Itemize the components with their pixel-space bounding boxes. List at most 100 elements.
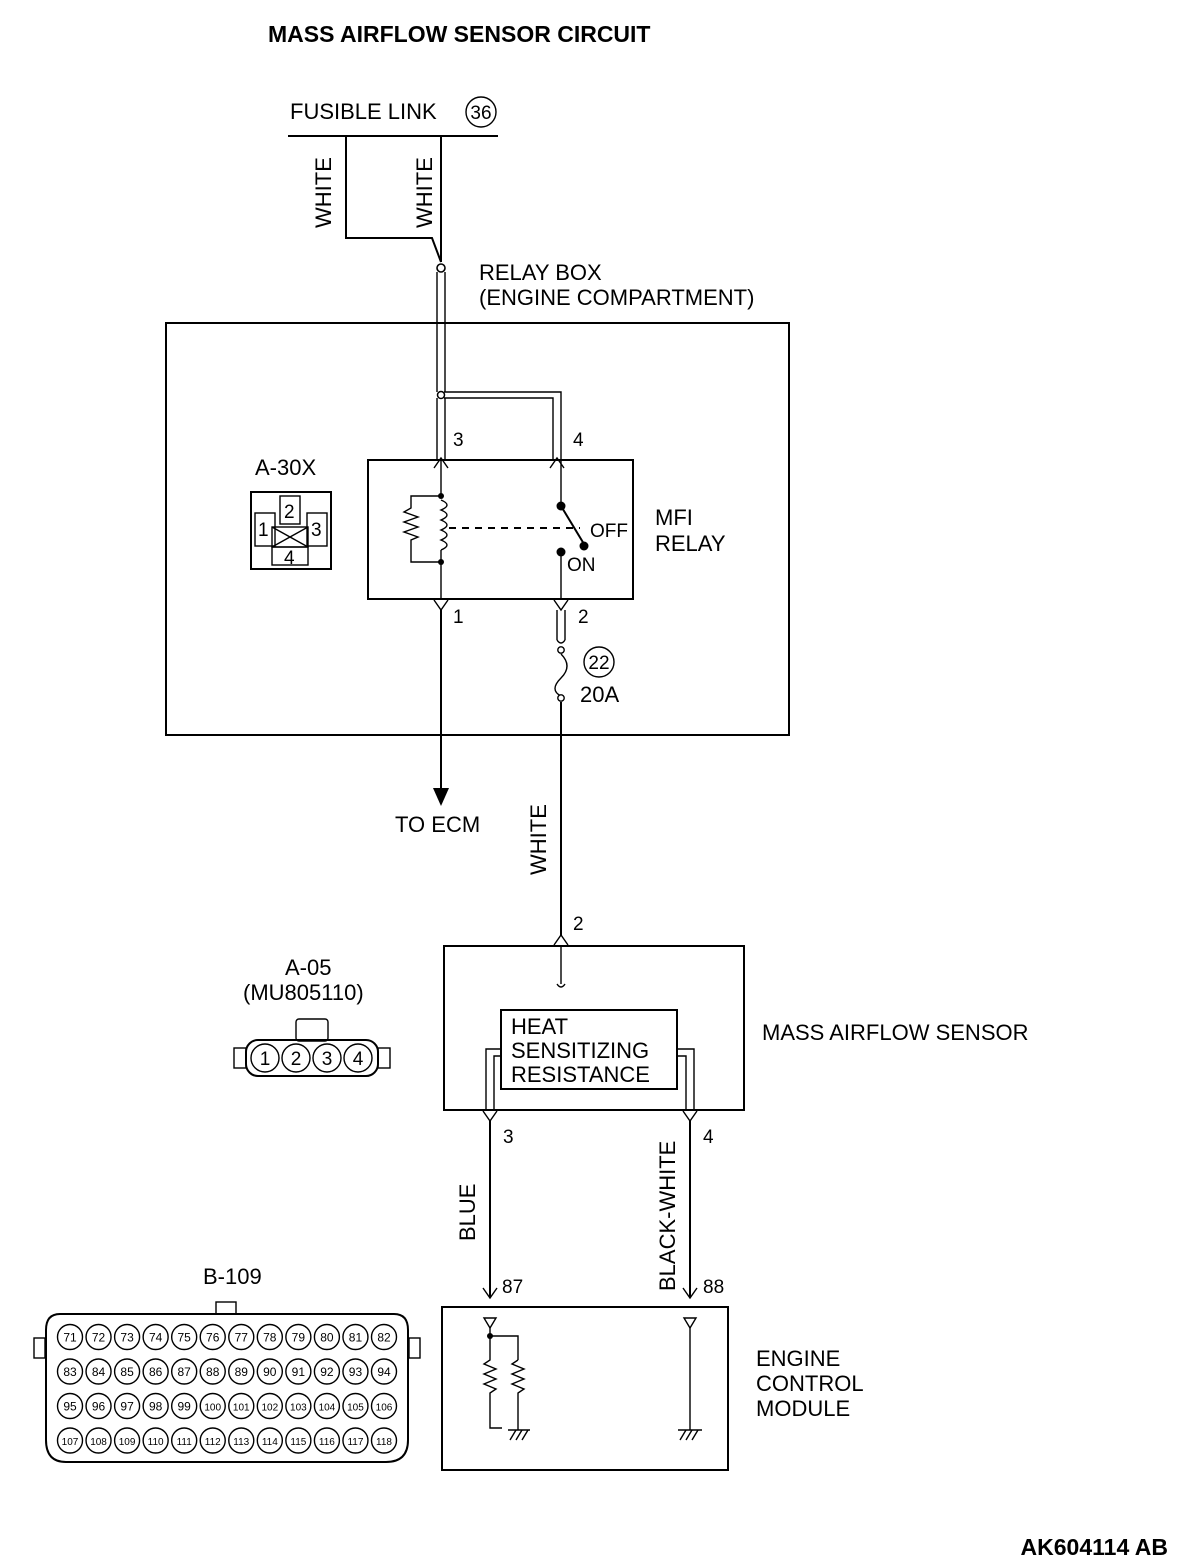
ecm-pin-87-arrow bbox=[482, 1287, 498, 1300]
b109-pin-85: 85 bbox=[120, 1365, 134, 1379]
b109-pin-108: 108 bbox=[90, 1437, 107, 1448]
fusible-link-label: FUSIBLE LINK bbox=[290, 99, 437, 124]
connector-a30x-label: A-30X bbox=[255, 455, 316, 480]
b109-pin-82: 82 bbox=[377, 1331, 391, 1345]
b109-pin-89: 89 bbox=[235, 1365, 249, 1379]
b109-pin-100-outline bbox=[199, 1392, 226, 1420]
b109-pin-117: 117 bbox=[347, 1437, 363, 1448]
b109-pin-84-outline bbox=[85, 1358, 112, 1385]
to-ecm-arrow bbox=[433, 788, 449, 806]
fuse-number-circle bbox=[583, 646, 615, 678]
b109-pin-97-outline bbox=[113, 1392, 141, 1420]
relay-switch: OFF ON bbox=[556, 460, 628, 599]
switch-off-label: OFF bbox=[590, 521, 628, 542]
sensor-internal-wire-4-a bbox=[677, 1048, 695, 1110]
b109-pin-114: 114 bbox=[262, 1437, 278, 1448]
footer-code: AK604114 AB bbox=[1021, 1534, 1168, 1560]
b109-pin-111: 111 bbox=[177, 1437, 193, 1448]
connector-b109-label: B-109 bbox=[203, 1264, 262, 1289]
b109-pin-97: 97 bbox=[120, 1400, 134, 1414]
b109-pin-71: 71 bbox=[63, 1331, 77, 1345]
relay-coil bbox=[401, 460, 580, 599]
b109-pin-89-outline bbox=[228, 1358, 255, 1385]
b109-pin-92: 92 bbox=[320, 1365, 334, 1379]
b109-pin-76-outline bbox=[199, 1323, 226, 1351]
ecm-label-line1: ENGINE bbox=[756, 1346, 840, 1371]
b109-pin-81: 81 bbox=[349, 1331, 363, 1345]
sensor-internal-wire-3-a bbox=[485, 1048, 501, 1110]
b109-pin-116-outline bbox=[313, 1427, 341, 1454]
b109-pin-118-outline bbox=[370, 1427, 398, 1454]
b109-pin-104: 104 bbox=[319, 1403, 336, 1414]
b109-pin-106-outline bbox=[370, 1392, 398, 1420]
a30x-pin-4: 4 bbox=[284, 548, 295, 569]
b109-shell bbox=[45, 1313, 409, 1463]
to-ecm-label: TO ECM bbox=[395, 812, 480, 837]
b109-pin-108-outline bbox=[85, 1427, 112, 1454]
switch-on-label: ON bbox=[567, 555, 596, 576]
sensor-pin-4-arrow bbox=[682, 1110, 698, 1123]
switch-off-contact bbox=[579, 541, 589, 551]
ecm-label-line3: MODULE bbox=[756, 1396, 850, 1421]
sensor-internal-wire-4-b bbox=[677, 1055, 687, 1110]
b109-pin-102: 102 bbox=[261, 1403, 278, 1414]
b109-pin-118: 118 bbox=[376, 1437, 392, 1448]
b109-pin-103-outline bbox=[285, 1392, 312, 1420]
mfi-relay-label-line2: RELAY bbox=[655, 531, 726, 556]
b109-pin-95-outline bbox=[56, 1392, 84, 1420]
engine-control-module-body bbox=[441, 1306, 729, 1471]
a05-pin-2: 2 bbox=[291, 1049, 302, 1070]
fuse-rating: 20A bbox=[580, 682, 619, 707]
wire-label-white-left: WHITE bbox=[311, 157, 336, 228]
b109-pin-74: 74 bbox=[149, 1331, 163, 1345]
relay-pin-2-arrow bbox=[553, 599, 569, 612]
b109-pin-116: 116 bbox=[319, 1437, 335, 1448]
b109-pin-71-outline bbox=[56, 1323, 84, 1351]
b109-pin-99-outline bbox=[170, 1392, 198, 1420]
b109-pin-107-outline bbox=[56, 1427, 84, 1454]
b109-pin-99: 99 bbox=[178, 1400, 192, 1414]
ecm-input-88-circuit bbox=[678, 1317, 702, 1441]
b109-pin-87: 87 bbox=[178, 1365, 192, 1379]
b109-pin-105: 105 bbox=[347, 1403, 364, 1414]
relay-box-label-line2: (ENGINE COMPARTMENT) bbox=[479, 285, 754, 310]
b109-pin-79: 79 bbox=[292, 1331, 306, 1345]
b109-pin-103: 103 bbox=[290, 1403, 307, 1414]
b109-pin-83-outline bbox=[56, 1358, 84, 1385]
b109-pin-77: 77 bbox=[235, 1331, 249, 1345]
coil-winding bbox=[439, 499, 448, 551]
b109-pin-111-outline bbox=[170, 1427, 198, 1454]
fuse-number: 22 bbox=[588, 653, 609, 674]
a05-pin-4: 4 bbox=[353, 1049, 364, 1070]
b109-pin-109-outline bbox=[113, 1427, 141, 1454]
b109-pin-90: 90 bbox=[263, 1365, 277, 1379]
b109-pin-110-outline bbox=[142, 1427, 169, 1454]
b109-pin-72-outline bbox=[85, 1323, 112, 1351]
b109-pin-76: 76 bbox=[206, 1331, 220, 1345]
fuse-element bbox=[554, 653, 568, 697]
b109-pin-95: 95 bbox=[63, 1400, 77, 1414]
b109-pin-94: 94 bbox=[377, 1365, 391, 1379]
relay-pin-1: 1 bbox=[453, 607, 464, 628]
ecm-resistor-a bbox=[482, 1336, 502, 1429]
relay-box-frame bbox=[165, 322, 790, 736]
b109-pin-94-outline bbox=[370, 1358, 398, 1385]
sensor-pin-3: 3 bbox=[503, 1127, 514, 1148]
b109-pin-101: 101 bbox=[233, 1403, 250, 1414]
b109-pin-104-outline bbox=[313, 1392, 341, 1420]
heat-resistance-line1: HEAT bbox=[511, 1014, 568, 1039]
b109-pin-113-outline bbox=[228, 1427, 255, 1454]
wire-label-white-to-sensor: WHITE bbox=[526, 804, 551, 875]
wire-white-left bbox=[345, 136, 442, 263]
b109-pin-87-outline bbox=[170, 1358, 198, 1385]
b109-pin-93: 93 bbox=[349, 1365, 363, 1379]
b109-pin-91-outline bbox=[285, 1358, 312, 1385]
b109-pin-96: 96 bbox=[92, 1400, 106, 1414]
connector-a30x: A-30X 1 2 3 4 bbox=[250, 455, 332, 570]
b109-pin-98-outline bbox=[142, 1392, 169, 1420]
b109-pin-73: 73 bbox=[120, 1331, 134, 1345]
relay-box-label-line1: RELAY BOX bbox=[479, 260, 602, 285]
relay-pin-2: 2 bbox=[578, 607, 589, 628]
fuse-22: 22 20A bbox=[554, 610, 619, 707]
